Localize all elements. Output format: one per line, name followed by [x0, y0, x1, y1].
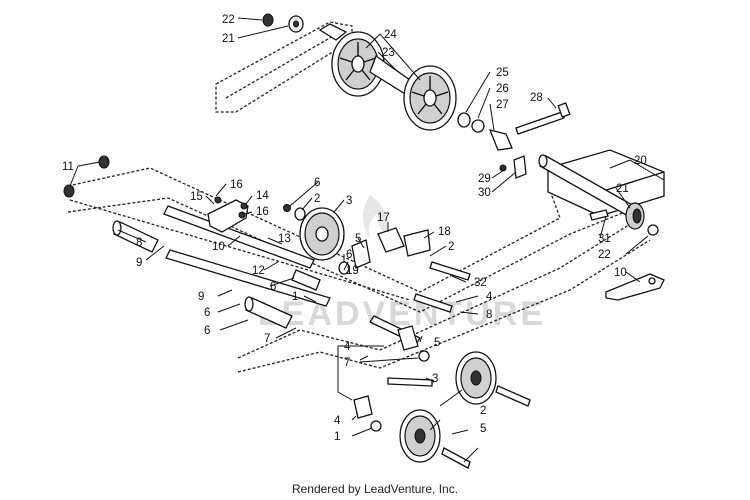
callout-6-c: 19: [346, 265, 359, 277]
callout-12: 6: [270, 281, 276, 293]
callout-17: 17: [377, 212, 390, 224]
callout-4-b: 7: [344, 357, 350, 369]
callout-16: 16: [230, 179, 243, 191]
rear-bracket: [547, 149, 665, 217]
callout-10: 10: [212, 241, 225, 253]
callout-16-b: 16: [256, 206, 269, 218]
middle-wheel: [283, 204, 345, 261]
callout-3: 3: [346, 195, 352, 207]
callout-26: 26: [496, 83, 509, 95]
callout-10-b: 9: [198, 291, 204, 303]
tube-8-lower: [244, 296, 293, 329]
spacer-12: [291, 269, 321, 291]
watermark-text: LEADVENTURE: [258, 295, 546, 333]
leader-lines: [69, 17, 665, 463]
bracket-32: [605, 273, 665, 301]
bolt-7-lower: [387, 377, 433, 387]
bolt-lower-right: [495, 385, 531, 407]
callout-28: 28: [530, 92, 543, 104]
callout-2-c: 5: [480, 423, 486, 435]
end-caps-11: [63, 155, 110, 198]
callout-18: 18: [438, 226, 451, 238]
mount-5-lower: [353, 395, 382, 432]
callout-32: 10: [614, 267, 627, 279]
callout-3-b: 2: [480, 405, 486, 417]
shaft-10-lower: [165, 249, 331, 307]
callout-25: 25: [496, 67, 509, 79]
bolt-31: [589, 209, 609, 221]
callout-24: 24: [384, 29, 397, 41]
footer-credit: Rendered by LeadVenture, Inc.: [291, 482, 459, 496]
lower-wheel-bottom: [399, 409, 471, 469]
block-17: [377, 227, 405, 253]
callout-22: 22: [222, 14, 235, 26]
clip-30: [513, 155, 527, 179]
callout-14: 14: [256, 190, 269, 202]
callout-19: 32: [474, 277, 487, 289]
callout-5-c: 4: [334, 415, 341, 427]
pivot-arm: [207, 196, 249, 233]
bolt-19: [429, 261, 471, 281]
callout-2: 2: [314, 193, 320, 205]
callout-4-c: 1: [334, 431, 340, 443]
callout-6-e: 7: [264, 333, 270, 345]
callout-5: 5: [355, 233, 361, 245]
callout-4: 8: [486, 309, 492, 321]
callout-9-b: 12: [252, 265, 265, 277]
callout-5-b: 4: [344, 341, 351, 353]
callout-21: 21: [222, 33, 235, 45]
callout-31: 31: [598, 233, 611, 245]
watermark: LEADVENTURE: [258, 195, 546, 333]
mount-5-upper: [351, 239, 371, 269]
callout-7-b: 3: [432, 373, 438, 385]
callout-6: 6: [314, 177, 320, 189]
bushing-stack: [457, 112, 513, 151]
callouts: 22 21 24 23 25 26 27 28 11 20 16 15 14 1…: [62, 14, 647, 443]
callout-6-b: 6: [346, 249, 352, 261]
callout-9: 9: [136, 257, 142, 269]
callout-20: 20: [634, 155, 647, 167]
callout-23: 23: [382, 47, 395, 59]
rear-idler-hub: [625, 202, 659, 236]
tube-8-upper: [112, 220, 159, 253]
callout-22-b: 22: [598, 249, 611, 261]
callout-30: 30: [478, 187, 491, 199]
callout-8: 8: [136, 237, 142, 249]
upper-idler-wheel-left: [331, 31, 385, 97]
callout-6-d: 1: [292, 291, 298, 303]
upper-idler-wheel-right: [403, 65, 457, 131]
callout-1: 4: [486, 291, 493, 303]
callout-29: 29: [478, 173, 491, 185]
callout-11: 11: [62, 161, 74, 173]
upper-cap-set: [262, 13, 348, 41]
lower-wheel-upper: [455, 351, 497, 405]
block-18: [403, 229, 431, 257]
callout-7: 5: [434, 337, 440, 349]
callout-15: 15: [190, 191, 203, 203]
mount-5-middle: [397, 325, 430, 362]
bolt-1-upper: [413, 293, 453, 313]
callout-9-c: 6: [204, 307, 210, 319]
callout-8-b: 6: [204, 325, 210, 337]
bolt-28: [515, 102, 571, 135]
callout-21-b: 21: [616, 183, 629, 195]
callout-13: 13: [278, 233, 291, 245]
callout-2-b: 2: [448, 241, 454, 253]
callout-27: 27: [496, 99, 509, 111]
